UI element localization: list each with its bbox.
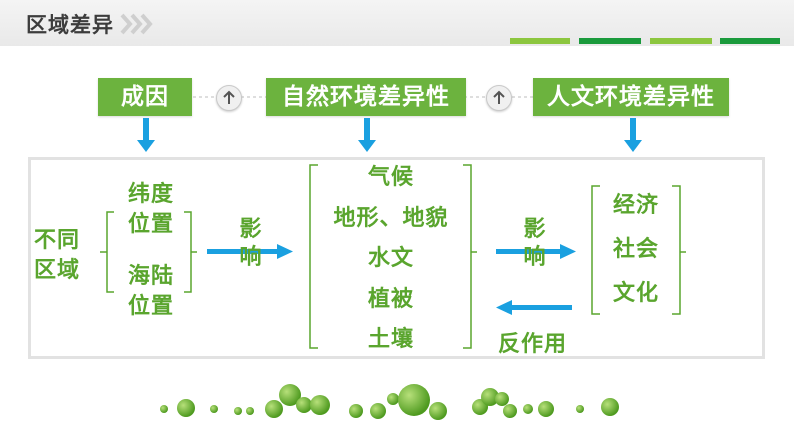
arrow-up-icon <box>216 85 242 111</box>
natural-factor-list: 气候 地形、地貌 水文 植被 土壤 <box>318 158 464 361</box>
arrow-down-icon <box>624 118 642 152</box>
arrow-down-icon <box>358 118 376 152</box>
influence-label-2: 影 响 <box>523 217 547 270</box>
list-item: 地形、地貌 <box>333 205 449 231</box>
arrow-right-icon <box>496 244 576 259</box>
arrow-down-icon <box>137 118 155 152</box>
list-item: 社会 <box>612 237 659 262</box>
land-sea-position-label: 海陆 位置 <box>127 264 174 319</box>
header-accent-bar <box>510 38 570 44</box>
list-item: 水文 <box>367 246 414 271</box>
chevron-right-icon <box>120 13 156 39</box>
reaction-label: 反作用 <box>498 332 568 357</box>
list-item: 气候 <box>367 165 414 190</box>
region-label: 不同 区域 <box>34 228 81 283</box>
latitude-position-label: 纬度 位置 <box>127 182 174 237</box>
list-item: 经济 <box>612 193 659 218</box>
natural-environment-box: 自然环境差异性 <box>266 78 466 116</box>
decorative-dots <box>160 384 619 420</box>
arrow-right-icon <box>207 244 293 259</box>
header-accent-bar <box>650 38 712 44</box>
arrow-up-icon <box>486 85 512 111</box>
list-item: 文化 <box>612 281 659 306</box>
cause-box: 成因 <box>98 78 192 116</box>
human-environment-box: 人文环境差异性 <box>533 78 729 116</box>
influence-label-1: 影 响 <box>239 217 263 270</box>
header-accent-bar <box>720 38 780 44</box>
list-item: 植被 <box>367 286 414 312</box>
human-factor-list: 经济 社会 文化 <box>600 184 672 316</box>
page-title: 区域差异 <box>26 13 114 37</box>
list-item: 土壤 <box>367 327 414 352</box>
arrow-left-icon <box>496 300 572 315</box>
diagram-panel <box>28 157 765 359</box>
header-accent-bar <box>579 38 641 44</box>
